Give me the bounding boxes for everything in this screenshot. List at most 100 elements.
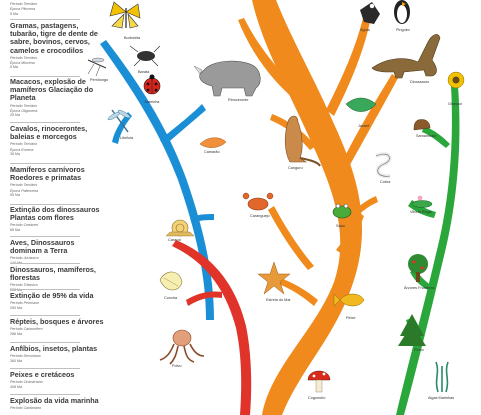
- era-3-subperiod: Época Eocena: [10, 147, 34, 152]
- era-8: Extinção de 95% da vida Período Permiano…: [10, 291, 106, 310]
- jacare-label: Jacaré: [358, 124, 370, 128]
- era-divider: [10, 263, 80, 264]
- cobra-label: Cobra: [380, 180, 391, 184]
- samambaia-icon: [413, 119, 431, 131]
- algas-label: Algas Marinhas: [428, 396, 455, 400]
- blue-branches: [100, 40, 214, 320]
- era-6: Aves, Dinossauros dominam a Terra Períod…: [10, 238, 106, 265]
- camarao-label: Camarão: [204, 150, 220, 154]
- era-7-title: Dinossauros, mamíferos, florestas: [10, 265, 96, 283]
- era-5: Extinção dos dinossauros Plantas com flo…: [10, 205, 106, 232]
- era-0-period: Período Terciário: [10, 2, 38, 6]
- orange-branch-upper-right: [326, 14, 371, 116]
- jacare-icon: [345, 97, 377, 112]
- aguia-icon: [360, 2, 380, 24]
- era-4-age: 55 Ma: [10, 193, 20, 197]
- era-10: Anfíbios, insetos, plantas Período Devon…: [10, 344, 106, 363]
- era-divider: [10, 122, 80, 123]
- cogumelo-label: Cogumelo: [308, 396, 326, 400]
- arvores-icon: [408, 254, 428, 282]
- cogumelo-icon: [307, 370, 331, 393]
- era-2-title: Macacos, explosão de mamíferos Glaciação…: [10, 77, 94, 103]
- era-12-title: Explosão da vida marinha: [10, 396, 99, 405]
- algas-icon: [435, 361, 449, 393]
- era-divider: [10, 204, 80, 205]
- era-5-age: 65 Ma: [10, 227, 20, 232]
- dinossauro-icon: [371, 34, 441, 79]
- era-9-age: 286 Ma: [10, 331, 22, 336]
- era-0: Período Terciário Época Pliocena 5 Ma: [10, 1, 106, 16]
- girassol-icon: [447, 71, 465, 100]
- caracol-label: Caracol: [168, 238, 182, 242]
- era-11-age: 408 Ma: [10, 384, 22, 389]
- blue-branch-camarao: [190, 214, 214, 224]
- caracol-icon: [165, 219, 195, 237]
- era-1-subperiod: Época Miocena: [10, 61, 35, 66]
- era-8-age: 250 Ma: [10, 305, 22, 310]
- era-divider: [10, 342, 80, 343]
- red-branches: [172, 240, 252, 415]
- orange-trunk: [252, 0, 363, 415]
- rinoceronte-label: Rinoceronte: [228, 98, 249, 102]
- pinguim-label: Pinguim: [396, 28, 410, 32]
- canguru-label: Canguru: [288, 166, 303, 170]
- era-9: Répteis, bosques e árvores Período Carbo…: [10, 317, 106, 336]
- era-11-title: Peixes e cretáceos: [10, 370, 75, 379]
- era-10-title: Anfíbios, insetos, plantas: [10, 344, 98, 353]
- era-6-age: 144 Ma: [10, 260, 22, 265]
- samambaia-label: Samambaia: [416, 134, 437, 138]
- era-divider: [10, 19, 80, 20]
- orange-branch-crab: [268, 206, 314, 270]
- era-1-title: Gramas, pastagens, tubarão, tigre de den…: [10, 21, 98, 55]
- girassol-label: Girassol: [448, 102, 462, 106]
- polvo-icon: [159, 329, 205, 365]
- green-branch-samambaia: [422, 126, 450, 148]
- sapo-label: Sapo: [336, 224, 345, 228]
- era-divider: [10, 368, 80, 369]
- borboleta-icon: [109, 1, 141, 29]
- pinguim-icon: [394, 0, 410, 24]
- peixe-label: Peixe: [346, 316, 356, 320]
- libelula-label: Libélula: [120, 136, 134, 140]
- era-divider: [10, 163, 80, 164]
- era-12: Explosão da vida marinha Período Cambria…: [10, 396, 106, 411]
- era-10-age: 360 Ma: [10, 358, 22, 363]
- pinho-label: Pinho: [414, 348, 424, 352]
- blue-branch-rhino: [160, 104, 206, 146]
- era-3-period: Período Terciário: [10, 142, 38, 147]
- era-divider: [10, 315, 80, 316]
- sapo-icon: [332, 203, 352, 219]
- vitoria-label: Vitória Régia: [410, 210, 432, 214]
- vitoria-icon: [411, 195, 433, 208]
- cobra-icon: [375, 152, 392, 179]
- borboleta-label: Borboleta: [124, 36, 141, 40]
- era-2: Macacos, explosão de mamíferos Glaciação…: [10, 77, 106, 118]
- era-divider: [10, 394, 80, 395]
- arvores-label: Árvores Frutíferas: [404, 286, 435, 290]
- era-divider: [10, 289, 80, 290]
- barata-icon: [129, 45, 161, 67]
- era-8-title: Extinção de 95% da vida: [10, 291, 94, 300]
- era-4-subperiod: Época Paleocena: [10, 188, 39, 193]
- era-4-title: Mamíferos carnívoros Roedores e primatas: [10, 165, 85, 183]
- era-11: Peixes e cretáceos Período Ordoviciano 4…: [10, 370, 106, 389]
- era-0-subperiod: Época Pliocena: [10, 7, 35, 12]
- orange-branch-snake: [344, 196, 378, 226]
- era-6-period: Período Jurássico: [10, 256, 39, 261]
- era-4: Mamíferos carnívoros Roedores e primatas…: [10, 165, 106, 197]
- orange-branch-dino: [340, 74, 398, 172]
- era-divider: [10, 76, 80, 77]
- camarao-icon: [199, 137, 227, 148]
- era-10-period: Período Devoniano: [10, 354, 41, 359]
- canguru-icon: [284, 115, 321, 167]
- green-branch-arvores: [410, 270, 432, 290]
- era-0-age: 5 Ma: [10, 11, 18, 16]
- era-8-period: Período Permiano: [10, 301, 39, 306]
- rinoceronte-icon: [193, 60, 261, 97]
- era-2-period: Período Terciário: [10, 103, 38, 108]
- era-6-title: Aves, Dinossauros dominam a Terra: [10, 238, 75, 256]
- caranguejo-icon: [242, 192, 274, 211]
- era-12-period: Período Cambriano: [10, 406, 42, 411]
- libelula-icon: [107, 109, 131, 133]
